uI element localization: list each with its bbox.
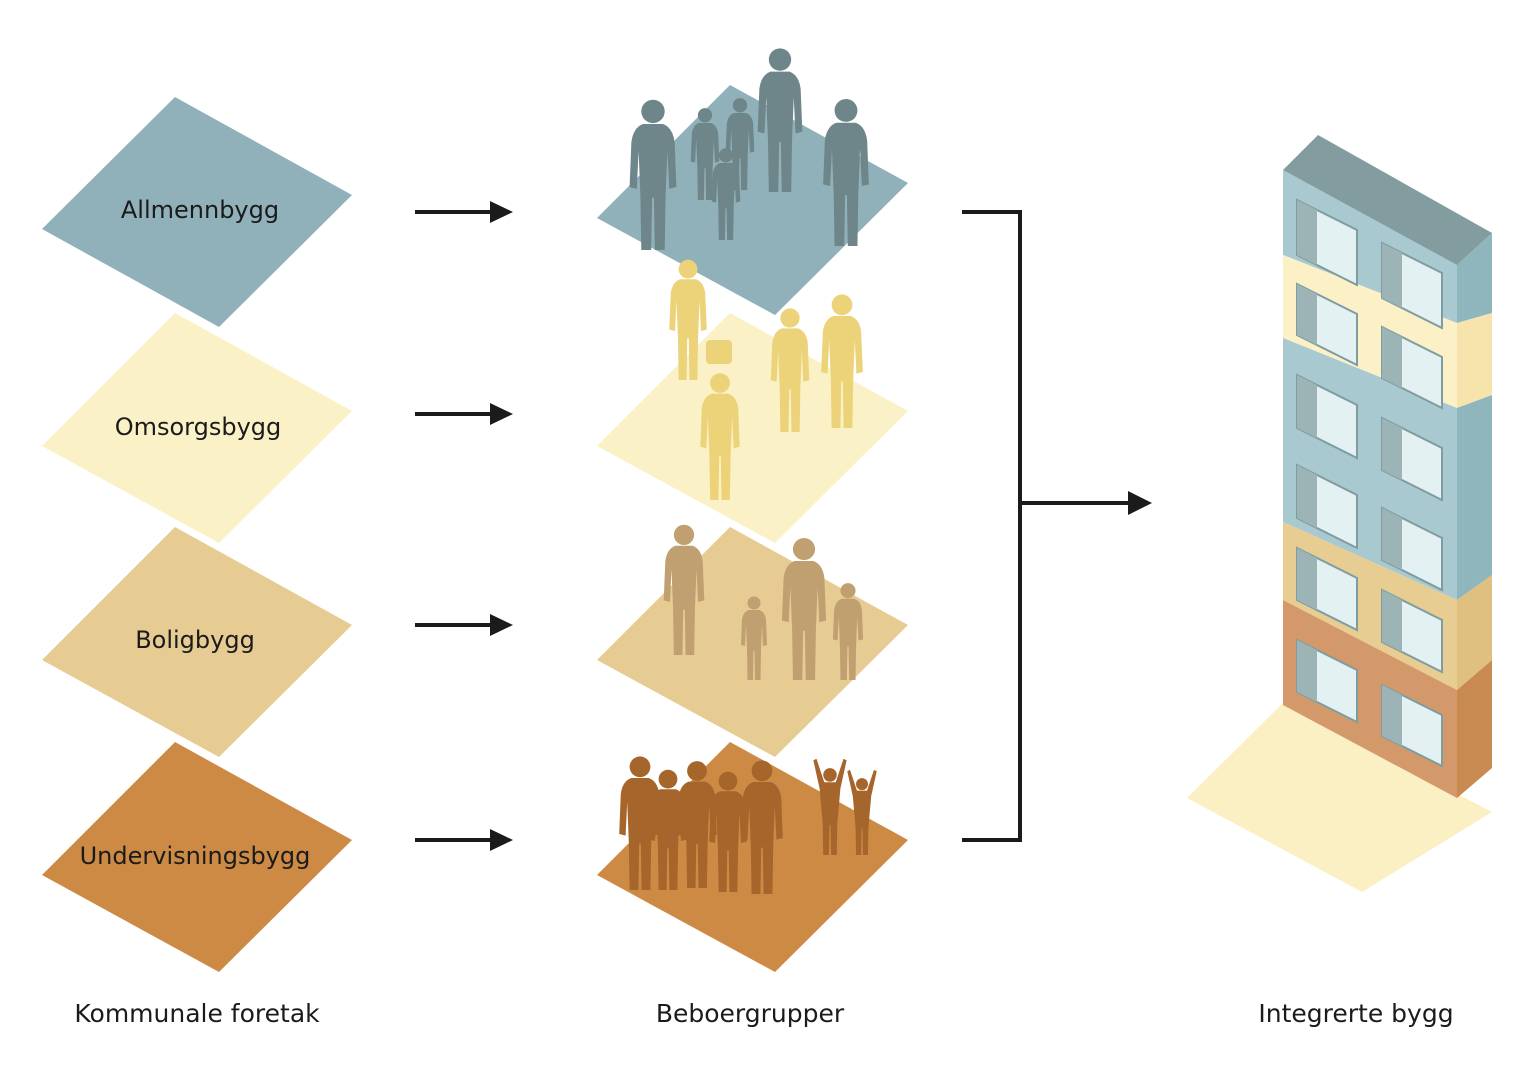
resident-plane-bolig [597,524,908,757]
label-undervisningsbygg: Undervisningsbygg [80,842,311,870]
building-icon [1187,135,1492,892]
people-silhouette-icon [669,259,863,500]
right-arrow-icon [415,403,513,425]
resident-plane-omsorg [597,259,908,543]
merge-bracket-icon [962,210,1152,842]
category-plane-omsorgsbygg: Omsorgsbygg [42,313,352,543]
category-plane-undervisningsbygg: Undervisningsbygg [42,742,352,972]
label-boligbygg: Boligbygg [135,626,255,654]
category-plane-boligbygg: Boligbygg [42,527,352,757]
resident-plane-allmenn [597,48,908,315]
column-label-beboergrupper: Beboergrupper [656,999,845,1028]
building-window-recesses [1297,200,1402,746]
column-label-integrerte-bygg: Integrerte bygg [1258,999,1453,1028]
right-arrow-icon [415,201,513,223]
label-omsorgsbygg: Omsorgsbygg [115,413,282,441]
right-arrow-icon [415,614,513,636]
label-allmennbygg: Allmennbygg [121,196,279,224]
resident-plane-undervisning [597,742,908,972]
category-plane-allmennbygg: Allmennbygg [42,97,352,327]
right-arrow-icon [415,829,513,851]
column-label-kommunale-foretak: Kommunale foretak [74,999,320,1028]
